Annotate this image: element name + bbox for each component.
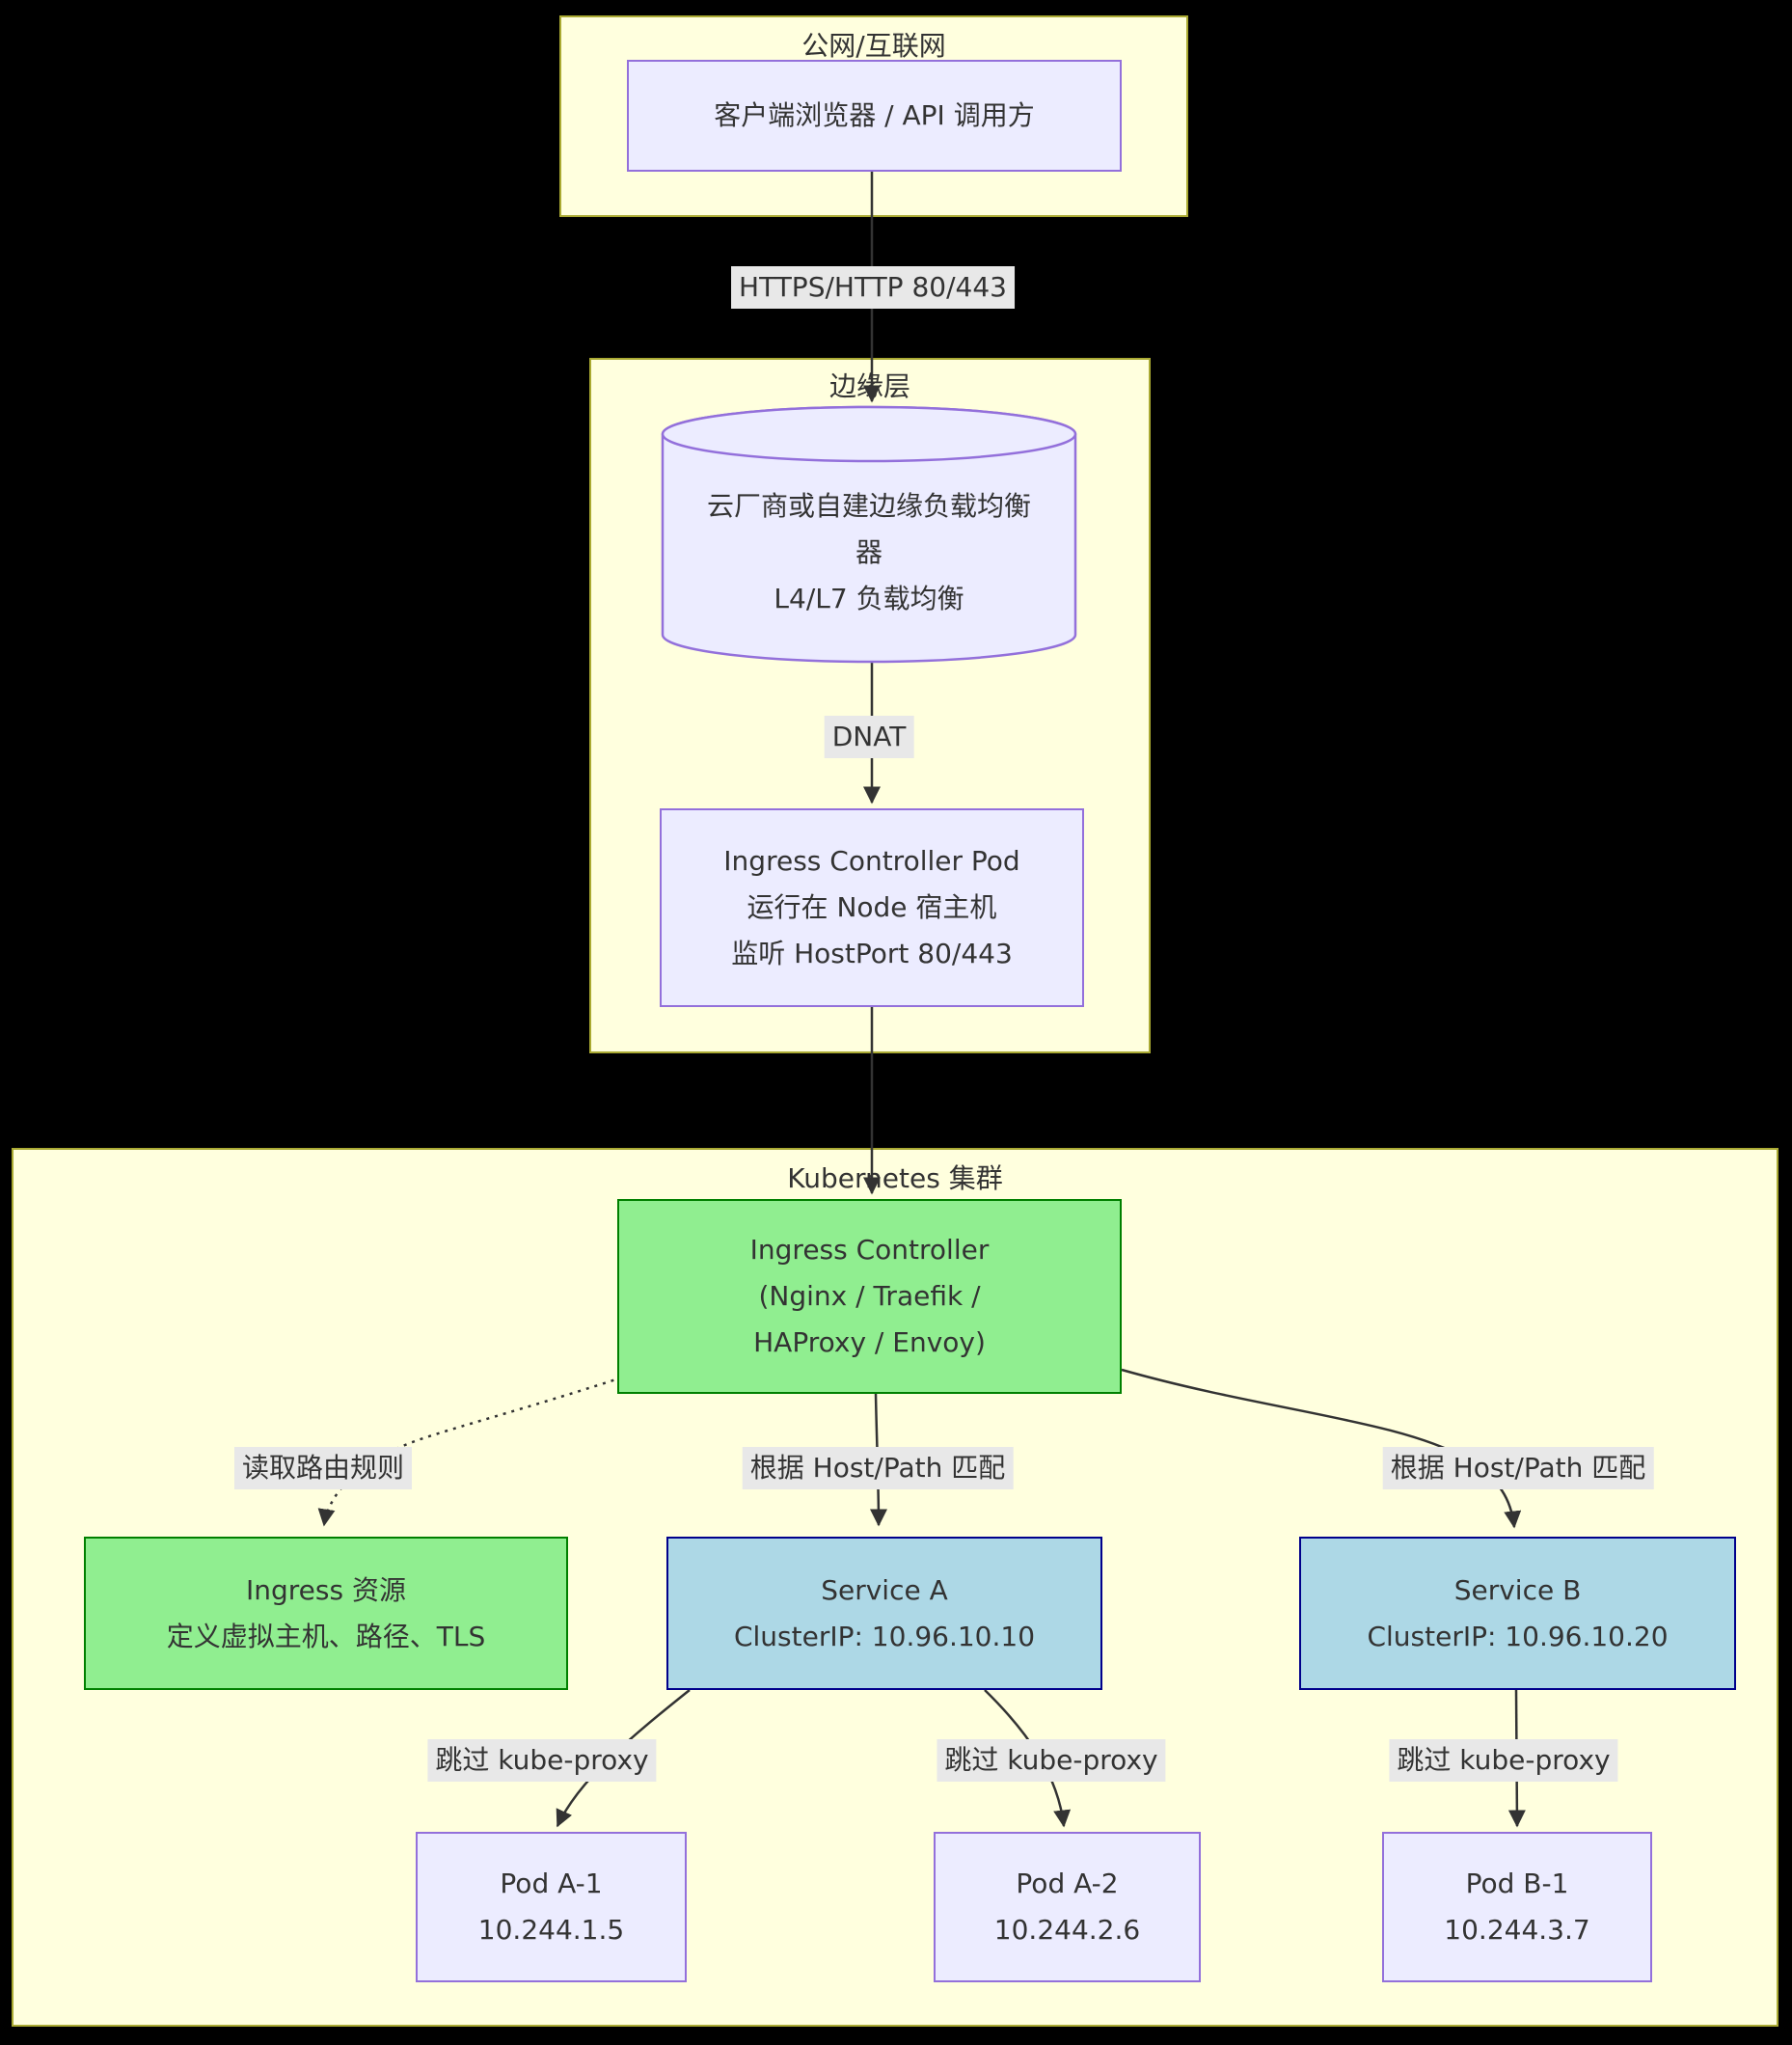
pod-b1-line: Pod B-1: [1465, 1868, 1569, 1899]
ingress-controller-node: Ingress Controller (Nginx / Traefik / HA…: [617, 1199, 1122, 1394]
edge-label-read-rules: 读取路由规则: [233, 1447, 413, 1489]
service-b-line: Service B: [1453, 1573, 1582, 1606]
load-balancer-node: 云厂商或自建边缘负载均衡 器 L4/L7 负载均衡: [663, 450, 1075, 656]
pod-b1-line: 10.244.3.7: [1444, 1914, 1590, 1946]
edge-label-https: HTTPS/HTTP 80/443: [731, 266, 1015, 309]
pod-a2-line: 10.244.2.6: [993, 1914, 1141, 1946]
load-balancer-line: 器: [855, 536, 882, 568]
icpod-line: Ingress Controller Pod: [723, 845, 1020, 877]
pod-a1-line: 10.244.1.5: [477, 1914, 625, 1946]
service-a-line: Service A: [821, 1573, 948, 1606]
edge-label-match-a: 根据 Host/Path 匹配: [742, 1447, 1014, 1489]
ic-line: Ingress Controller: [749, 1234, 990, 1266]
icpod-line: 运行在 Node 宿主机: [747, 891, 997, 923]
edge-ic-to-service-b: [1121, 1368, 1522, 1529]
load-balancer-line: L4/L7 负载均衡: [774, 583, 964, 614]
edge-label-skip-a2: 跳过 kube-proxy: [937, 1739, 1166, 1782]
pod-b1-node: Pod B-1 10.244.3.7: [1382, 1832, 1652, 1982]
pod-a1-node: Pod A-1 10.244.1.5: [416, 1832, 687, 1982]
client-node: 客户端浏览器 / API 调用方: [627, 60, 1122, 172]
pod-a1-line: Pod A-1: [500, 1868, 603, 1899]
client-label: 客户端浏览器 / API 调用方: [714, 99, 1035, 131]
edge-label-match-b: 根据 Host/Path 匹配: [1382, 1447, 1654, 1489]
ingress-controller-pod-node: Ingress Controller Pod 运行在 Node 宿主机 监听 H…: [660, 808, 1084, 1007]
ingress-resource-node: Ingress 资源 定义虚拟主机、路径、TLS: [84, 1537, 568, 1690]
edge-label-dnat: DNAT: [824, 716, 914, 758]
service-a-node: Service A ClusterIP: 10.96.10.10: [666, 1537, 1102, 1690]
edge-label-skip-a1: 跳过 kube-proxy: [427, 1739, 657, 1782]
load-balancer-line: 云厂商或自建边缘负载均衡: [706, 490, 1031, 522]
edge-label-skip-b1: 跳过 kube-proxy: [1389, 1739, 1618, 1782]
ingress-resource-line: 定义虚拟主机、路径、TLS: [166, 1620, 486, 1652]
ic-line: (Nginx / Traefik /: [758, 1280, 981, 1312]
load-balancer-cylinder: [661, 405, 1077, 664]
icpod-line: 监听 HostPort 80/443: [731, 938, 1013, 969]
ic-line: HAProxy / Envoy): [753, 1326, 986, 1358]
pod-a2-node: Pod A-2 10.244.2.6: [934, 1832, 1201, 1982]
ingress-resource-line: Ingress 资源: [246, 1573, 406, 1606]
service-b-node: Service B ClusterIP: 10.96.10.20: [1299, 1537, 1736, 1690]
service-b-line: ClusterIP: 10.96.10.20: [1367, 1620, 1669, 1652]
service-a-line: ClusterIP: 10.96.10.10: [733, 1620, 1036, 1652]
pod-a2-line: Pod A-2: [1016, 1868, 1119, 1899]
